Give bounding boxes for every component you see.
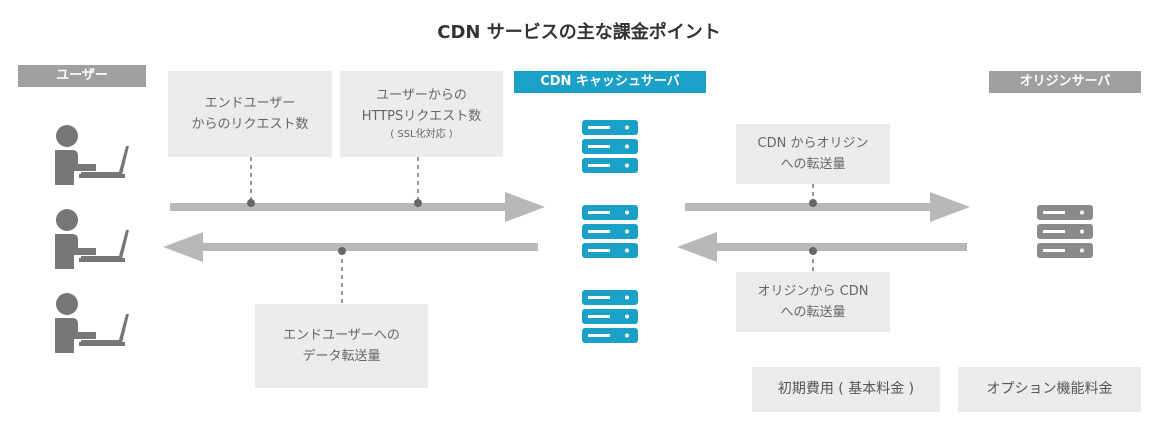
fee-option-features: オプション機能料金	[958, 367, 1141, 412]
user-icon	[55, 293, 129, 353]
cdn-server-icon	[582, 205, 638, 258]
fee-initial-base: 初期費用 ( 基本料金 )	[752, 367, 940, 412]
box-cdn-to-origin: CDN からオリジン への転送量	[736, 124, 890, 184]
header-cdn-cache-server: CDN キャッシュサーバ	[514, 71, 706, 93]
box-origin-to-cdn: オリジンから CDN への転送量	[736, 272, 890, 332]
box-note: ( SSL化対応 )	[390, 129, 453, 140]
user-icon	[55, 209, 129, 269]
connector-dot	[338, 247, 346, 255]
connector-dot	[809, 247, 817, 255]
origin-server-icon	[1037, 205, 1093, 258]
fee-label: オプション機能料金	[986, 381, 1113, 397]
box-line: エンドユーザーへの	[283, 328, 400, 343]
box-end-user-requests: エンドユーザー からのリクエスト数	[168, 71, 332, 157]
header-origin-server: オリジンサーバ	[989, 71, 1141, 93]
arrow-cdn-to-origin	[685, 192, 970, 222]
diagram-title: CDN サービスの主な課金ポイント	[437, 22, 721, 43]
connector-dot	[247, 199, 255, 207]
connector-dot	[809, 199, 817, 207]
cdn-server-icon	[582, 120, 638, 173]
box-line: HTTPSリクエスト数	[361, 109, 482, 124]
arrow-user-to-cdn	[170, 192, 545, 222]
box-line: への転送量	[780, 305, 846, 320]
arrow-cdn-to-user	[163, 232, 538, 262]
connector-dot	[414, 199, 422, 207]
box-end-user-transfer: エンドユーザーへの データ転送量	[255, 304, 428, 388]
box-line: ユーザーからの	[376, 88, 467, 103]
box-line: データ転送量	[302, 349, 381, 364]
box-line: エンドユーザー	[204, 96, 296, 111]
box-line: への転送量	[780, 157, 846, 172]
box-line: からのリクエスト数	[191, 117, 309, 132]
cdn-server-icon	[582, 290, 638, 343]
fee-label: 初期費用 ( 基本料金 )	[777, 381, 915, 397]
header-user: ユーザー	[18, 65, 146, 87]
box-line: CDN からオリジン	[757, 136, 869, 151]
box-https-requests: ユーザーからの HTTPSリクエスト数 ( SSL化対応 )	[340, 71, 503, 157]
box-line: オリジンから CDN	[757, 284, 869, 299]
user-icon	[55, 125, 129, 185]
arrow-origin-to-cdn	[677, 232, 967, 262]
